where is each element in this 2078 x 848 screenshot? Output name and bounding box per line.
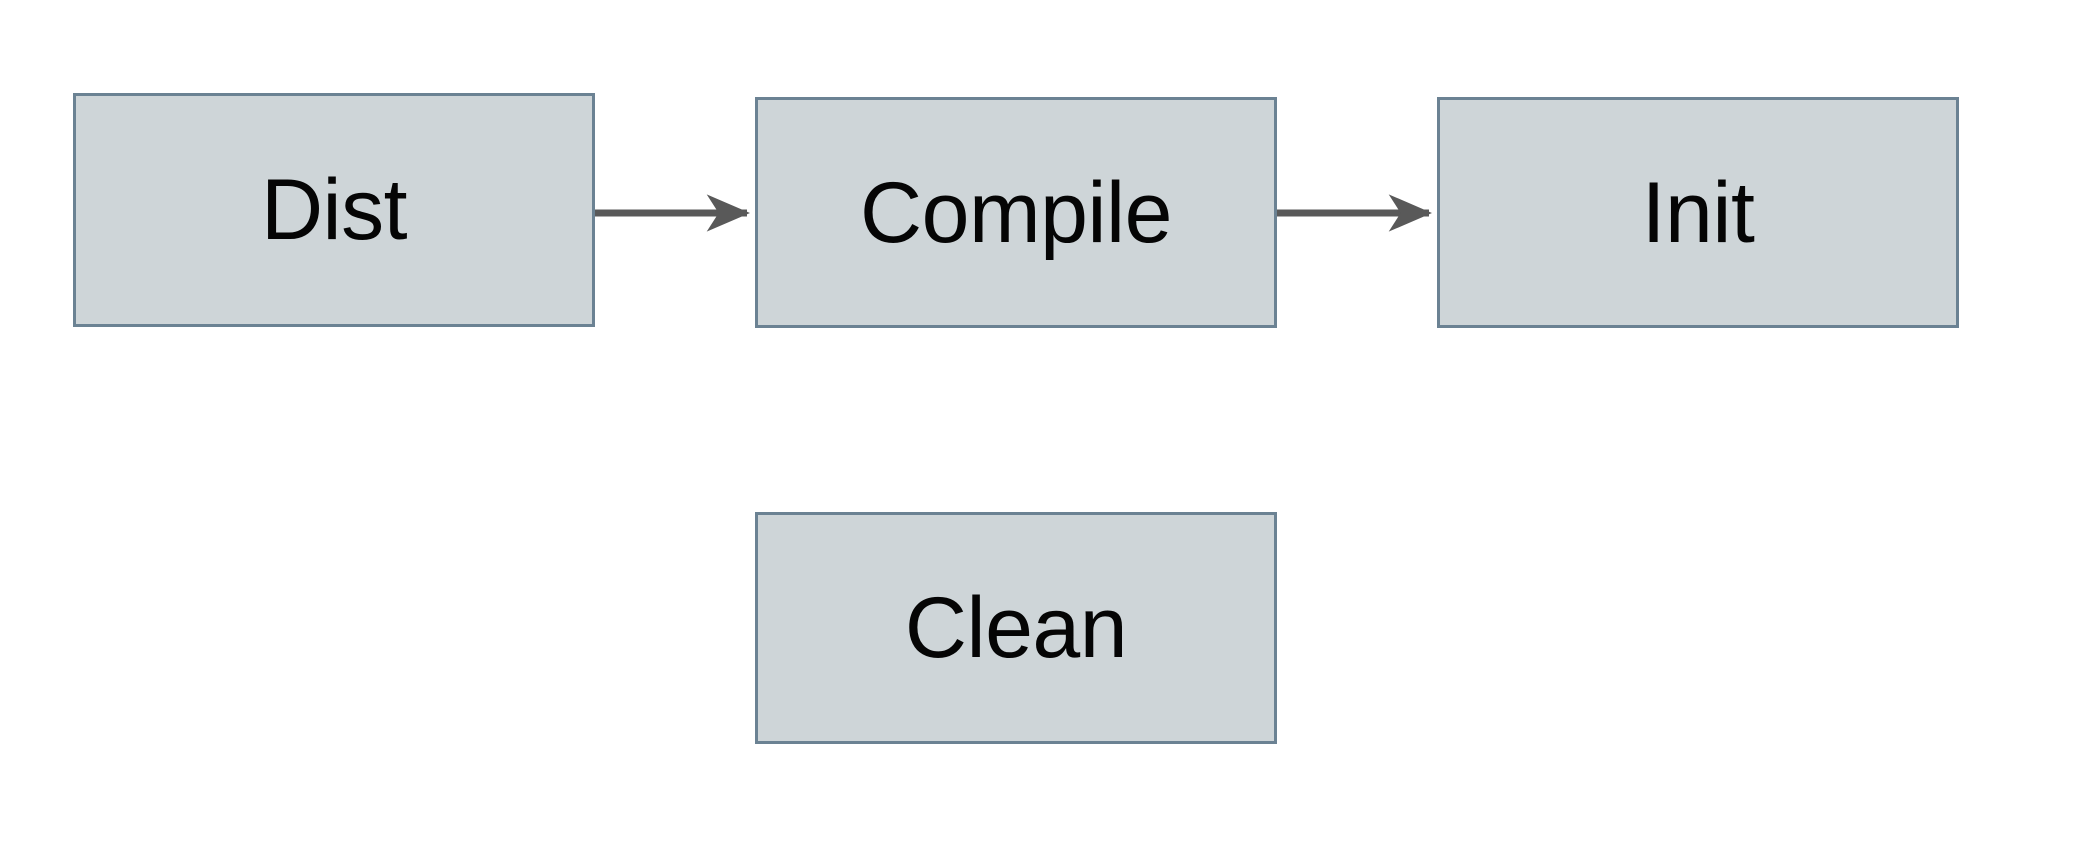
node-dist[interactable]: Dist: [73, 93, 595, 327]
node-init[interactable]: Init: [1437, 97, 1959, 328]
node-init-label: Init: [1641, 164, 1755, 261]
node-compile[interactable]: Compile: [755, 97, 1277, 328]
node-compile-label: Compile: [860, 164, 1172, 261]
node-clean[interactable]: Clean: [755, 512, 1277, 744]
node-dist-label: Dist: [260, 162, 408, 258]
node-clean-label: Clean: [904, 580, 1128, 676]
